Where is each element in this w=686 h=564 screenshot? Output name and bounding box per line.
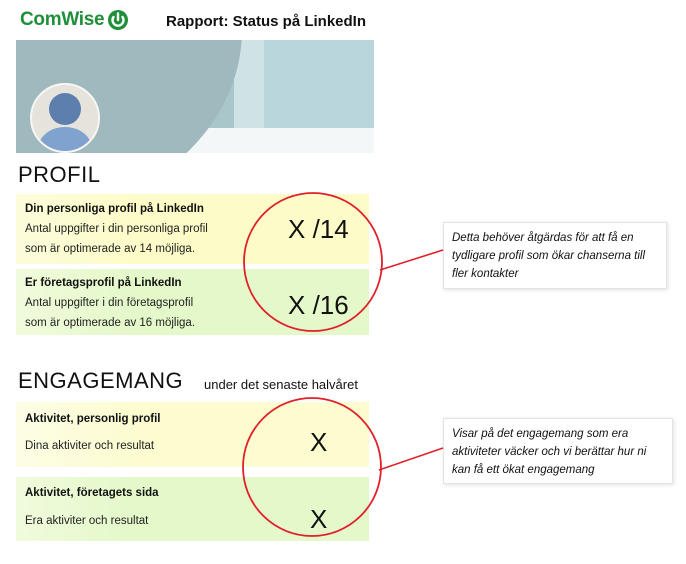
profile-callout: Detta behöver åtgärdas för att få en tyd…: [443, 222, 667, 289]
engagement-callout: Visar på det engagemang som era aktivite…: [443, 418, 673, 484]
avatar: [30, 83, 100, 153]
engagement-connector-line: [378, 447, 444, 471]
personal-activity-score: X: [310, 427, 328, 457]
brand-logo-text: ComWise: [20, 9, 105, 30]
section-heading-profile: PROFIL: [18, 162, 101, 187]
engagement-subheading: under det senaste halvåret: [204, 377, 358, 392]
comwise-power-icon: [108, 10, 128, 30]
user-avatar-icon: [38, 93, 92, 151]
company-profile-title: Er företagsprofil på LinkedIn: [25, 277, 182, 289]
personal-activity-title: Aktivitet, personlig profil: [25, 413, 161, 425]
personal-profile-text-2: som är optimerade av 14 möjliga.: [25, 243, 196, 255]
company-activity-title: Aktivitet, företagets sida: [25, 487, 159, 499]
linkedin-cover-image: [16, 40, 374, 153]
personal-activity-text: Dina aktiviter och resultat: [25, 440, 155, 452]
company-profile-text-2: som är optimerade av 16 möjliga.: [25, 317, 196, 329]
company-profile-score: X /16: [288, 290, 349, 320]
profile-connector-line: [379, 249, 444, 271]
company-activity-box: Aktivitet, företagets sida Era aktiviter…: [16, 477, 369, 541]
section-heading-engagement: ENGAGEMANG: [18, 368, 184, 393]
report-title: Rapport: Status på LinkedIn: [166, 13, 367, 30]
personal-activity-box: Aktivitet, personlig profil Dina aktivit…: [16, 402, 369, 467]
personal-profile-box: Din personliga profil på LinkedIn Antal …: [16, 194, 369, 264]
company-profile-text-1: Antal uppgifter i din företagsprofil: [25, 297, 194, 309]
personal-profile-title: Din personliga profil på LinkedIn: [25, 203, 204, 215]
company-activity-text: Era aktiviter och resultat: [25, 515, 149, 527]
company-profile-box: Er företagsprofil på LinkedIn Antal uppg…: [16, 269, 369, 335]
company-activity-score: X: [310, 504, 328, 534]
personal-profile-text-1: Antal uppgifter i din personliga profil: [25, 223, 208, 235]
personal-profile-score: X /14: [288, 214, 349, 244]
